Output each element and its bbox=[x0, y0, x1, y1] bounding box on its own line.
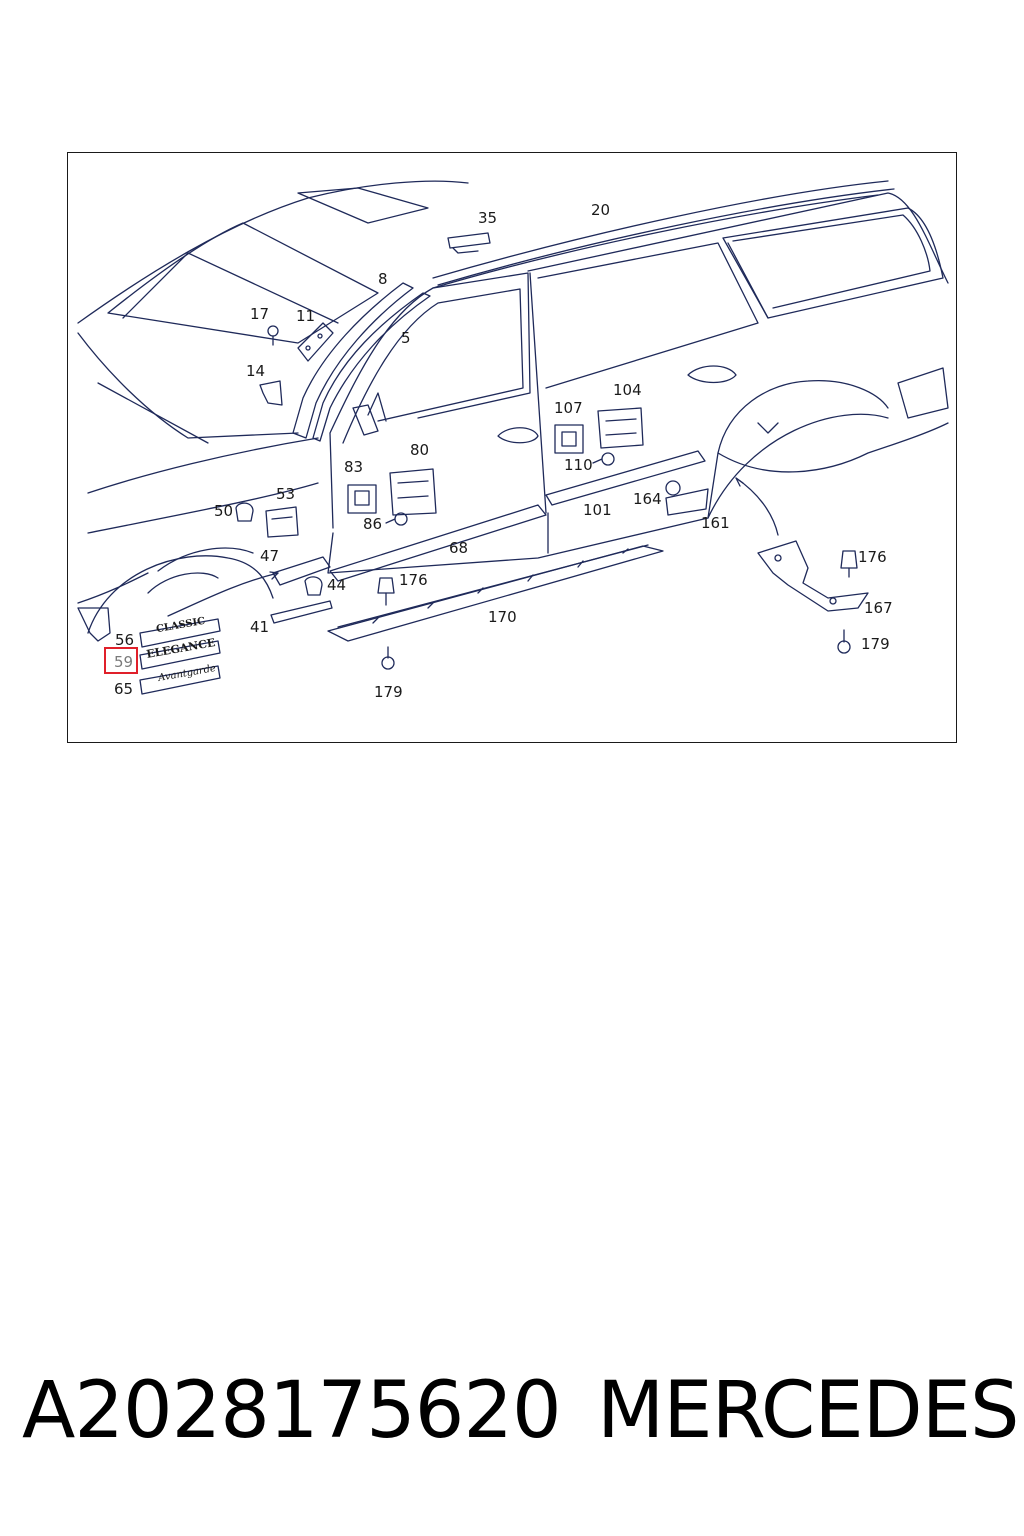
badge-elegance-plate bbox=[139, 640, 221, 670]
callout-44: 44 bbox=[327, 576, 347, 594]
callout-11: 11 bbox=[296, 307, 316, 325]
callout-50: 50 bbox=[214, 502, 234, 520]
part-35-clip bbox=[447, 232, 491, 254]
callout-179-left: 179 bbox=[374, 683, 403, 701]
part-176-screw-left bbox=[377, 577, 395, 606]
part-86-screw bbox=[385, 512, 408, 526]
part-107-clip bbox=[554, 424, 584, 454]
part-167-bracket bbox=[757, 540, 869, 612]
callout-86: 86 bbox=[363, 515, 383, 533]
callout-65: 65 bbox=[114, 680, 134, 698]
callout-41: 41 bbox=[250, 618, 270, 636]
callout-53: 53 bbox=[276, 485, 296, 503]
callout-56: 56 bbox=[115, 631, 135, 649]
badge-classic-plate bbox=[139, 618, 221, 648]
callout-47: 47 bbox=[260, 547, 280, 565]
callout-20: 20 bbox=[591, 201, 611, 219]
callout-110: 110 bbox=[564, 456, 593, 474]
part-53-clip bbox=[265, 506, 299, 538]
callout-83: 83 bbox=[344, 458, 364, 476]
brand-name: MERCEDES bbox=[597, 1366, 1019, 1456]
part-8-windshield-strip bbox=[292, 282, 431, 442]
callout-35: 35 bbox=[478, 209, 498, 227]
part-176-screw-right bbox=[840, 550, 858, 578]
highlight-box-59 bbox=[104, 647, 138, 674]
callout-170: 170 bbox=[488, 608, 517, 626]
callout-176-right: 176 bbox=[858, 548, 887, 566]
arrow-rear bbox=[735, 477, 779, 536]
parts-diagram: CLASSIC ELEGANCE Avantgarde 35 20 8 17 1… bbox=[67, 152, 957, 743]
callout-17: 17 bbox=[250, 305, 270, 323]
part-17-screw bbox=[267, 325, 279, 346]
car-body-outline bbox=[77, 180, 949, 642]
callout-5: 5 bbox=[401, 329, 411, 347]
part-80-clip bbox=[389, 468, 437, 516]
badge-avantgarde-plate bbox=[139, 665, 221, 695]
part-47-moulding bbox=[272, 556, 331, 586]
part-161-end-piece bbox=[665, 488, 709, 516]
callout-14: 14 bbox=[246, 362, 266, 380]
callout-104: 104 bbox=[613, 381, 642, 399]
callout-107: 107 bbox=[554, 399, 583, 417]
car-side-exploded-view bbox=[77, 180, 949, 695]
part-179-screw-left bbox=[381, 646, 395, 670]
part-110-screw bbox=[592, 452, 615, 466]
callout-80: 80 bbox=[410, 441, 430, 459]
callout-176-left: 176 bbox=[399, 571, 428, 589]
part-50-cap bbox=[235, 502, 254, 522]
callout-161: 161 bbox=[701, 514, 730, 532]
callout-68: 68 bbox=[449, 539, 469, 557]
part-number: A2028175620 bbox=[22, 1366, 562, 1456]
part-14-bracket bbox=[259, 380, 283, 406]
part-104-clip bbox=[597, 407, 644, 449]
part-68-moulding bbox=[329, 504, 547, 582]
callout-101: 101 bbox=[583, 501, 612, 519]
arrow-front bbox=[167, 572, 279, 617]
callout-59-highlighted: 59 bbox=[114, 653, 134, 671]
callout-167: 167 bbox=[864, 599, 893, 617]
callout-8: 8 bbox=[378, 270, 388, 288]
footer: A2028175620 MERCEDES bbox=[0, 1372, 1024, 1482]
part-179-screw-right bbox=[837, 629, 851, 654]
part-11-bracket bbox=[297, 322, 334, 362]
arrow-rear-head bbox=[735, 477, 744, 487]
part-164-cap bbox=[665, 480, 681, 496]
callout-164: 164 bbox=[633, 490, 662, 508]
part-83-clip bbox=[347, 484, 377, 514]
arrow-front-head bbox=[269, 571, 279, 580]
part-101-moulding bbox=[545, 450, 706, 506]
part-170-sill bbox=[327, 544, 664, 642]
callout-179-right: 179 bbox=[861, 635, 890, 653]
part-44-cap bbox=[304, 576, 323, 596]
part-20-roof-rail bbox=[432, 194, 879, 289]
part-41-trim bbox=[270, 600, 333, 624]
